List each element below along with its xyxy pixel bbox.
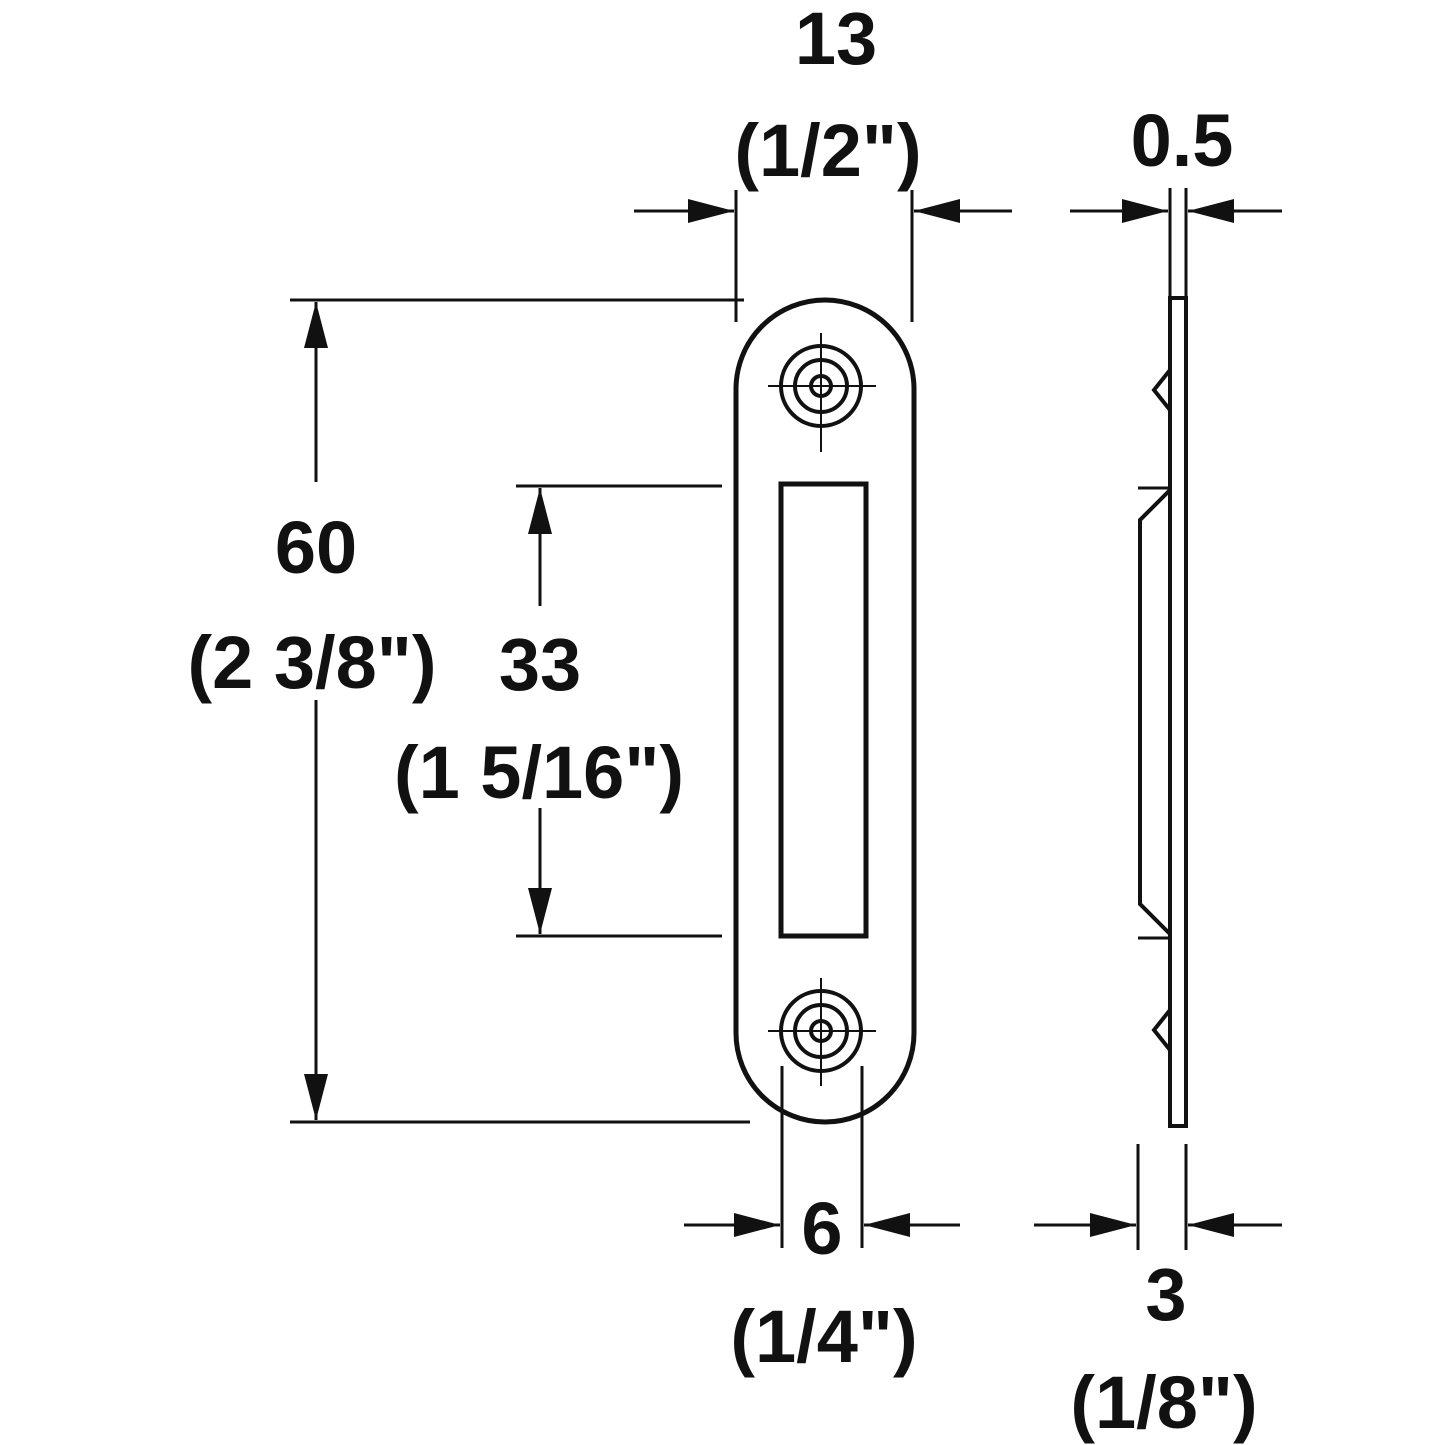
depth-inch-label: (1/8") bbox=[1070, 1361, 1257, 1444]
thickness-mm-label: 0.5 bbox=[1131, 99, 1234, 182]
latch-slot bbox=[778, 481, 869, 939]
top-screw-hole-icon bbox=[768, 333, 876, 452]
slot-length-dimension: 33 (1 5/16") bbox=[394, 484, 722, 938]
front-view bbox=[733, 297, 917, 1125]
slot-length-mm-label: 33 bbox=[499, 623, 581, 706]
thickness-dimension: 0.5 bbox=[1070, 99, 1282, 296]
hole-spacing-dimension: 6 (1/4") bbox=[684, 1066, 960, 1378]
width-mm-label: 13 bbox=[795, 0, 877, 80]
width-inch-label: (1/2") bbox=[734, 109, 921, 192]
plate-outline bbox=[733, 297, 917, 1125]
height-dimension: 60 (2 3/8") bbox=[188, 298, 750, 1124]
depth-mm-label: 3 bbox=[1145, 1253, 1186, 1336]
hole-spacing-mm-label: 6 bbox=[801, 1187, 842, 1270]
height-mm-label: 60 bbox=[275, 506, 357, 589]
depth-dimension: 3 (1/8") bbox=[1034, 1144, 1282, 1444]
bottom-screw-hole-icon bbox=[768, 978, 876, 1086]
hole-spacing-inch-label: (1/4") bbox=[730, 1295, 917, 1378]
height-inch-label: (2 3/8") bbox=[188, 621, 437, 704]
width-dimension: 13 (1/2") bbox=[634, 0, 1012, 322]
side-view bbox=[1138, 296, 1188, 1128]
slot-length-inch-label: (1 5/16") bbox=[394, 731, 684, 814]
